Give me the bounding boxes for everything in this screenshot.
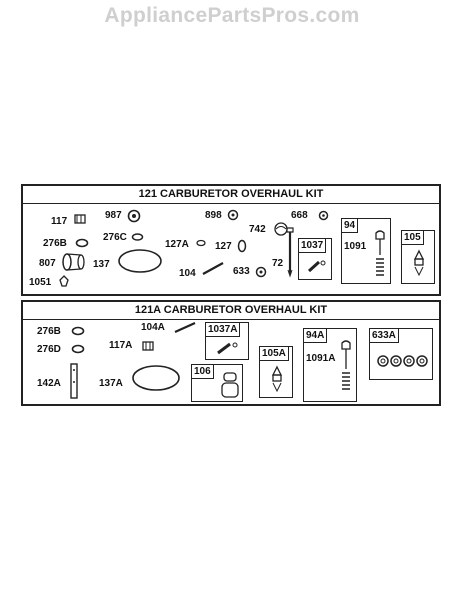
part-label-633: 633 bbox=[233, 266, 250, 277]
kit-121-panel: 121 CARBURETOR OVERHAUL KIT 117 987 898 … bbox=[21, 184, 441, 296]
washer-icon bbox=[227, 209, 239, 221]
valve-needle-icon bbox=[271, 365, 283, 393]
fitting-icon bbox=[59, 275, 69, 287]
kit-121-title: 121 CARBURETOR OVERHAUL KIT bbox=[23, 186, 439, 204]
o-ring-icon bbox=[131, 233, 144, 241]
box-105A: 105A bbox=[259, 346, 293, 398]
o-ring-icon bbox=[71, 326, 85, 336]
washer-set-icon bbox=[377, 355, 428, 367]
box-label-1037A: 1037A bbox=[206, 323, 241, 337]
part-label-807: 807 bbox=[39, 258, 56, 269]
box-94A: 94A 1091A bbox=[303, 328, 357, 402]
gasket-icon bbox=[237, 239, 247, 253]
o-ring-icon bbox=[71, 344, 85, 354]
part-label-127: 127 bbox=[215, 241, 232, 252]
part-label-1051: 1051 bbox=[29, 277, 52, 288]
part-label-137A: 137A bbox=[99, 378, 123, 389]
part-label-276D: 276D bbox=[37, 344, 61, 355]
kit-121a-title: 121A CARBURETOR OVERHAUL KIT bbox=[23, 302, 439, 320]
spring-icon bbox=[307, 260, 326, 273]
fitting-icon bbox=[142, 341, 154, 351]
box-94: 94 1091 bbox=[341, 218, 391, 284]
watermark: AppliancePartsPros.com bbox=[104, 4, 360, 27]
inlet-needle-icon bbox=[375, 230, 385, 276]
needle-screw-icon bbox=[286, 227, 294, 278]
box-label-633A: 633A bbox=[370, 329, 399, 343]
pin-icon bbox=[202, 262, 224, 275]
part-label-127A: 127A bbox=[165, 239, 189, 250]
box-105: 105 bbox=[401, 230, 435, 284]
tube-icon bbox=[70, 363, 78, 399]
valve-needle-icon bbox=[413, 249, 425, 277]
box-label-105A: 105A bbox=[260, 347, 289, 361]
part-label-742: 742 bbox=[249, 224, 266, 235]
washer-icon bbox=[127, 209, 141, 223]
o-ring-icon bbox=[196, 239, 206, 247]
inlet-needle-icon bbox=[341, 340, 351, 390]
part-label-276C: 276C bbox=[103, 232, 127, 243]
part-label-1091A: 1091A bbox=[306, 353, 336, 364]
fitting-icon bbox=[74, 214, 86, 224]
box-label-1037: 1037 bbox=[299, 239, 327, 253]
part-label-1091: 1091 bbox=[344, 241, 367, 252]
part-label-276B: 276B bbox=[43, 238, 67, 249]
part-label-276B: 276B bbox=[37, 326, 61, 337]
box-1037: 1037 bbox=[298, 238, 332, 280]
box-1037A: 1037A bbox=[205, 322, 249, 360]
pin-icon bbox=[174, 321, 196, 334]
box-label-94A: 94A bbox=[304, 329, 328, 343]
part-label-142A: 142A bbox=[37, 378, 61, 389]
part-label-668: 668 bbox=[291, 210, 308, 221]
box-label-94: 94 bbox=[342, 219, 359, 233]
washer-icon bbox=[318, 210, 329, 221]
box-633A: 633A bbox=[369, 328, 433, 380]
part-label-117A: 117A bbox=[109, 340, 133, 351]
box-106: 106 bbox=[191, 364, 243, 402]
box-label-105: 105 bbox=[402, 231, 424, 245]
spring-icon bbox=[217, 342, 238, 355]
o-ring-icon bbox=[75, 238, 89, 248]
part-label-898: 898 bbox=[205, 210, 222, 221]
filter-icon bbox=[62, 253, 85, 271]
part-label-72: 72 bbox=[272, 258, 284, 269]
bowl-gasket-icon bbox=[132, 365, 180, 391]
part-label-137: 137 bbox=[93, 259, 110, 270]
part-label-987: 987 bbox=[105, 210, 122, 221]
bowl-gasket-icon bbox=[118, 249, 162, 273]
kit-121a-panel: 121A CARBURETOR OVERHAUL KIT 276B 276D 1… bbox=[21, 300, 441, 406]
box-label-106: 106 bbox=[192, 365, 214, 379]
float-valve-icon bbox=[221, 372, 239, 398]
part-label-104A: 104A bbox=[141, 322, 165, 333]
washer-icon bbox=[255, 266, 267, 278]
part-label-117: 117 bbox=[51, 216, 68, 227]
part-label-104: 104 bbox=[179, 268, 196, 279]
